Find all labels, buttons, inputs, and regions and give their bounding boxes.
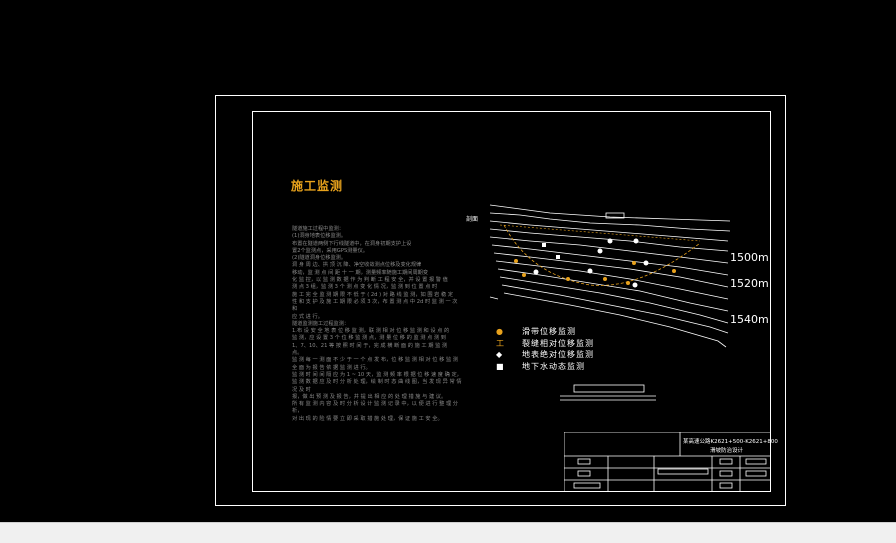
cad-viewport[interactable]: 施工监测 隧道施工过程中监测： (1)洞身地表位移监测。 布置在隧道两侧下行线隧… — [0, 0, 896, 522]
section-tag: 剖面 — [466, 215, 478, 223]
legend-label: 滑带位移监测 — [522, 327, 576, 337]
legend-item: ■ 地下水动态监测 — [496, 361, 594, 373]
legend-item: 工 裂缝相对位移监测 — [496, 338, 594, 350]
elevation-label: 1500m — [730, 251, 769, 264]
cross-section-diagram: 1500m 1520m 1540m 剖面 — [466, 204, 769, 348]
legend-item: ● 滑带位移监测 — [496, 326, 594, 338]
scale-bar — [560, 384, 656, 401]
elevation-label: 1520m — [730, 277, 769, 290]
legend-label: 地下水动态监测 — [522, 361, 585, 371]
legend-item: ◆ 地表绝对位移监测 — [496, 349, 594, 361]
slip-dot-icon: ● — [496, 327, 503, 337]
title-block-subtitle: 滑坡防治设计 — [710, 448, 744, 454]
surface-point-icon: ◆ — [496, 350, 503, 360]
legend-label: 地表绝对位移监测 — [522, 350, 594, 360]
legend: ● 滑带位移监测 工 裂缝相对位移监测 ◆ 地表绝对位移监测 ■ 地下水动态监测 — [496, 326, 594, 372]
crack-gauge-icon: 工 — [496, 338, 504, 348]
drawing-sheet-border — [215, 95, 786, 506]
groundwater-square-icon: ■ — [496, 361, 504, 371]
legend-label: 裂缝相对位移监测 — [522, 338, 594, 348]
title-block — [564, 432, 771, 492]
groundwater-marker — [556, 255, 560, 259]
drawing-title: 施工监测 — [291, 179, 344, 193]
drawing-notes: 隧道施工过程中监测： (1)洞身地表位移监测。 布置在隧道两侧下行线隧道中，在洞… — [292, 226, 462, 422]
title-block-project: 某高速公路K2621+500-K2621+800 — [683, 439, 778, 445]
elevation-label: 1540m — [730, 313, 769, 326]
groundwater-marker — [542, 243, 546, 247]
status-bar — [0, 522, 896, 543]
drawing-frame — [252, 111, 771, 492]
